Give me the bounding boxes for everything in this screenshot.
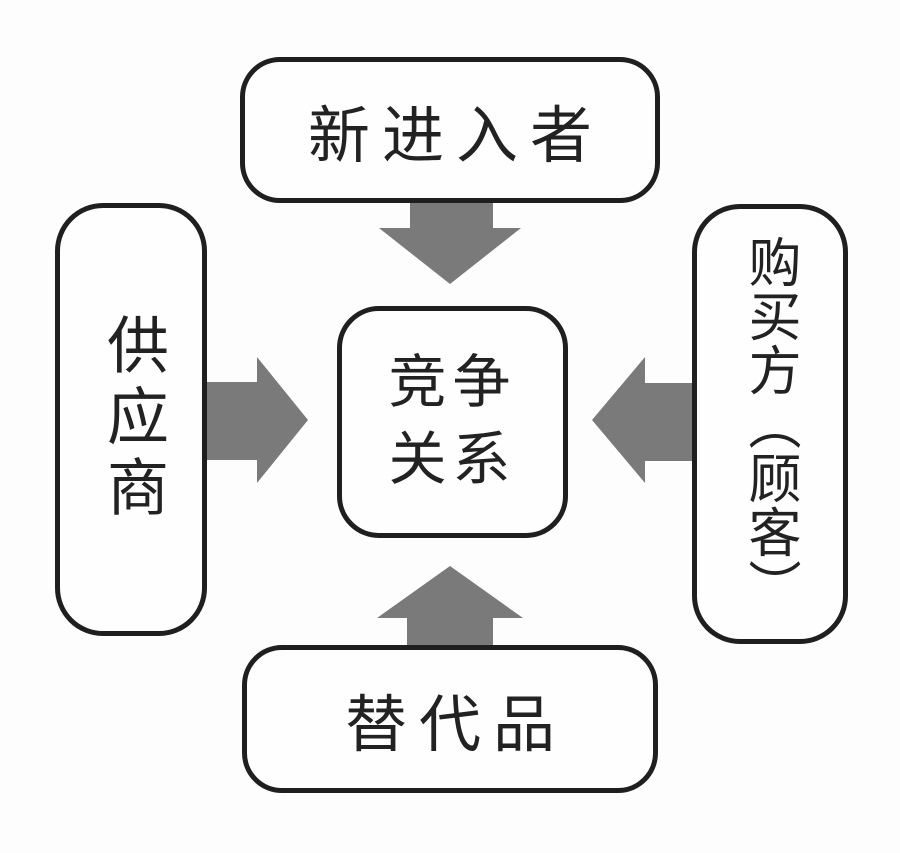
node-new-entrants-label: 新进入者 — [307, 103, 604, 171]
arrow-left-icon — [592, 357, 694, 483]
node-competition-line2: 关系 — [388, 427, 517, 492]
node-suppliers: 供应商 — [55, 203, 207, 636]
node-suppliers-label: 供应商 — [97, 313, 165, 526]
node-competition: 竞争 关系 — [337, 306, 568, 538]
node-substitutes-label: 替代品 — [344, 692, 567, 760]
arrow-right-icon — [206, 357, 308, 483]
node-new-entrants: 新进入者 — [240, 57, 660, 203]
node-substitutes: 替代品 — [242, 645, 658, 793]
node-buyers: 购买方（顾客） — [692, 204, 848, 644]
arrow-up-icon — [377, 566, 523, 647]
node-competition-label: 竞争 关系 — [388, 345, 516, 498]
node-competition-line1: 竞争 — [388, 350, 517, 416]
node-buyers-label: 购买方（顾客） — [741, 235, 799, 613]
arrow-down-icon — [379, 201, 521, 284]
